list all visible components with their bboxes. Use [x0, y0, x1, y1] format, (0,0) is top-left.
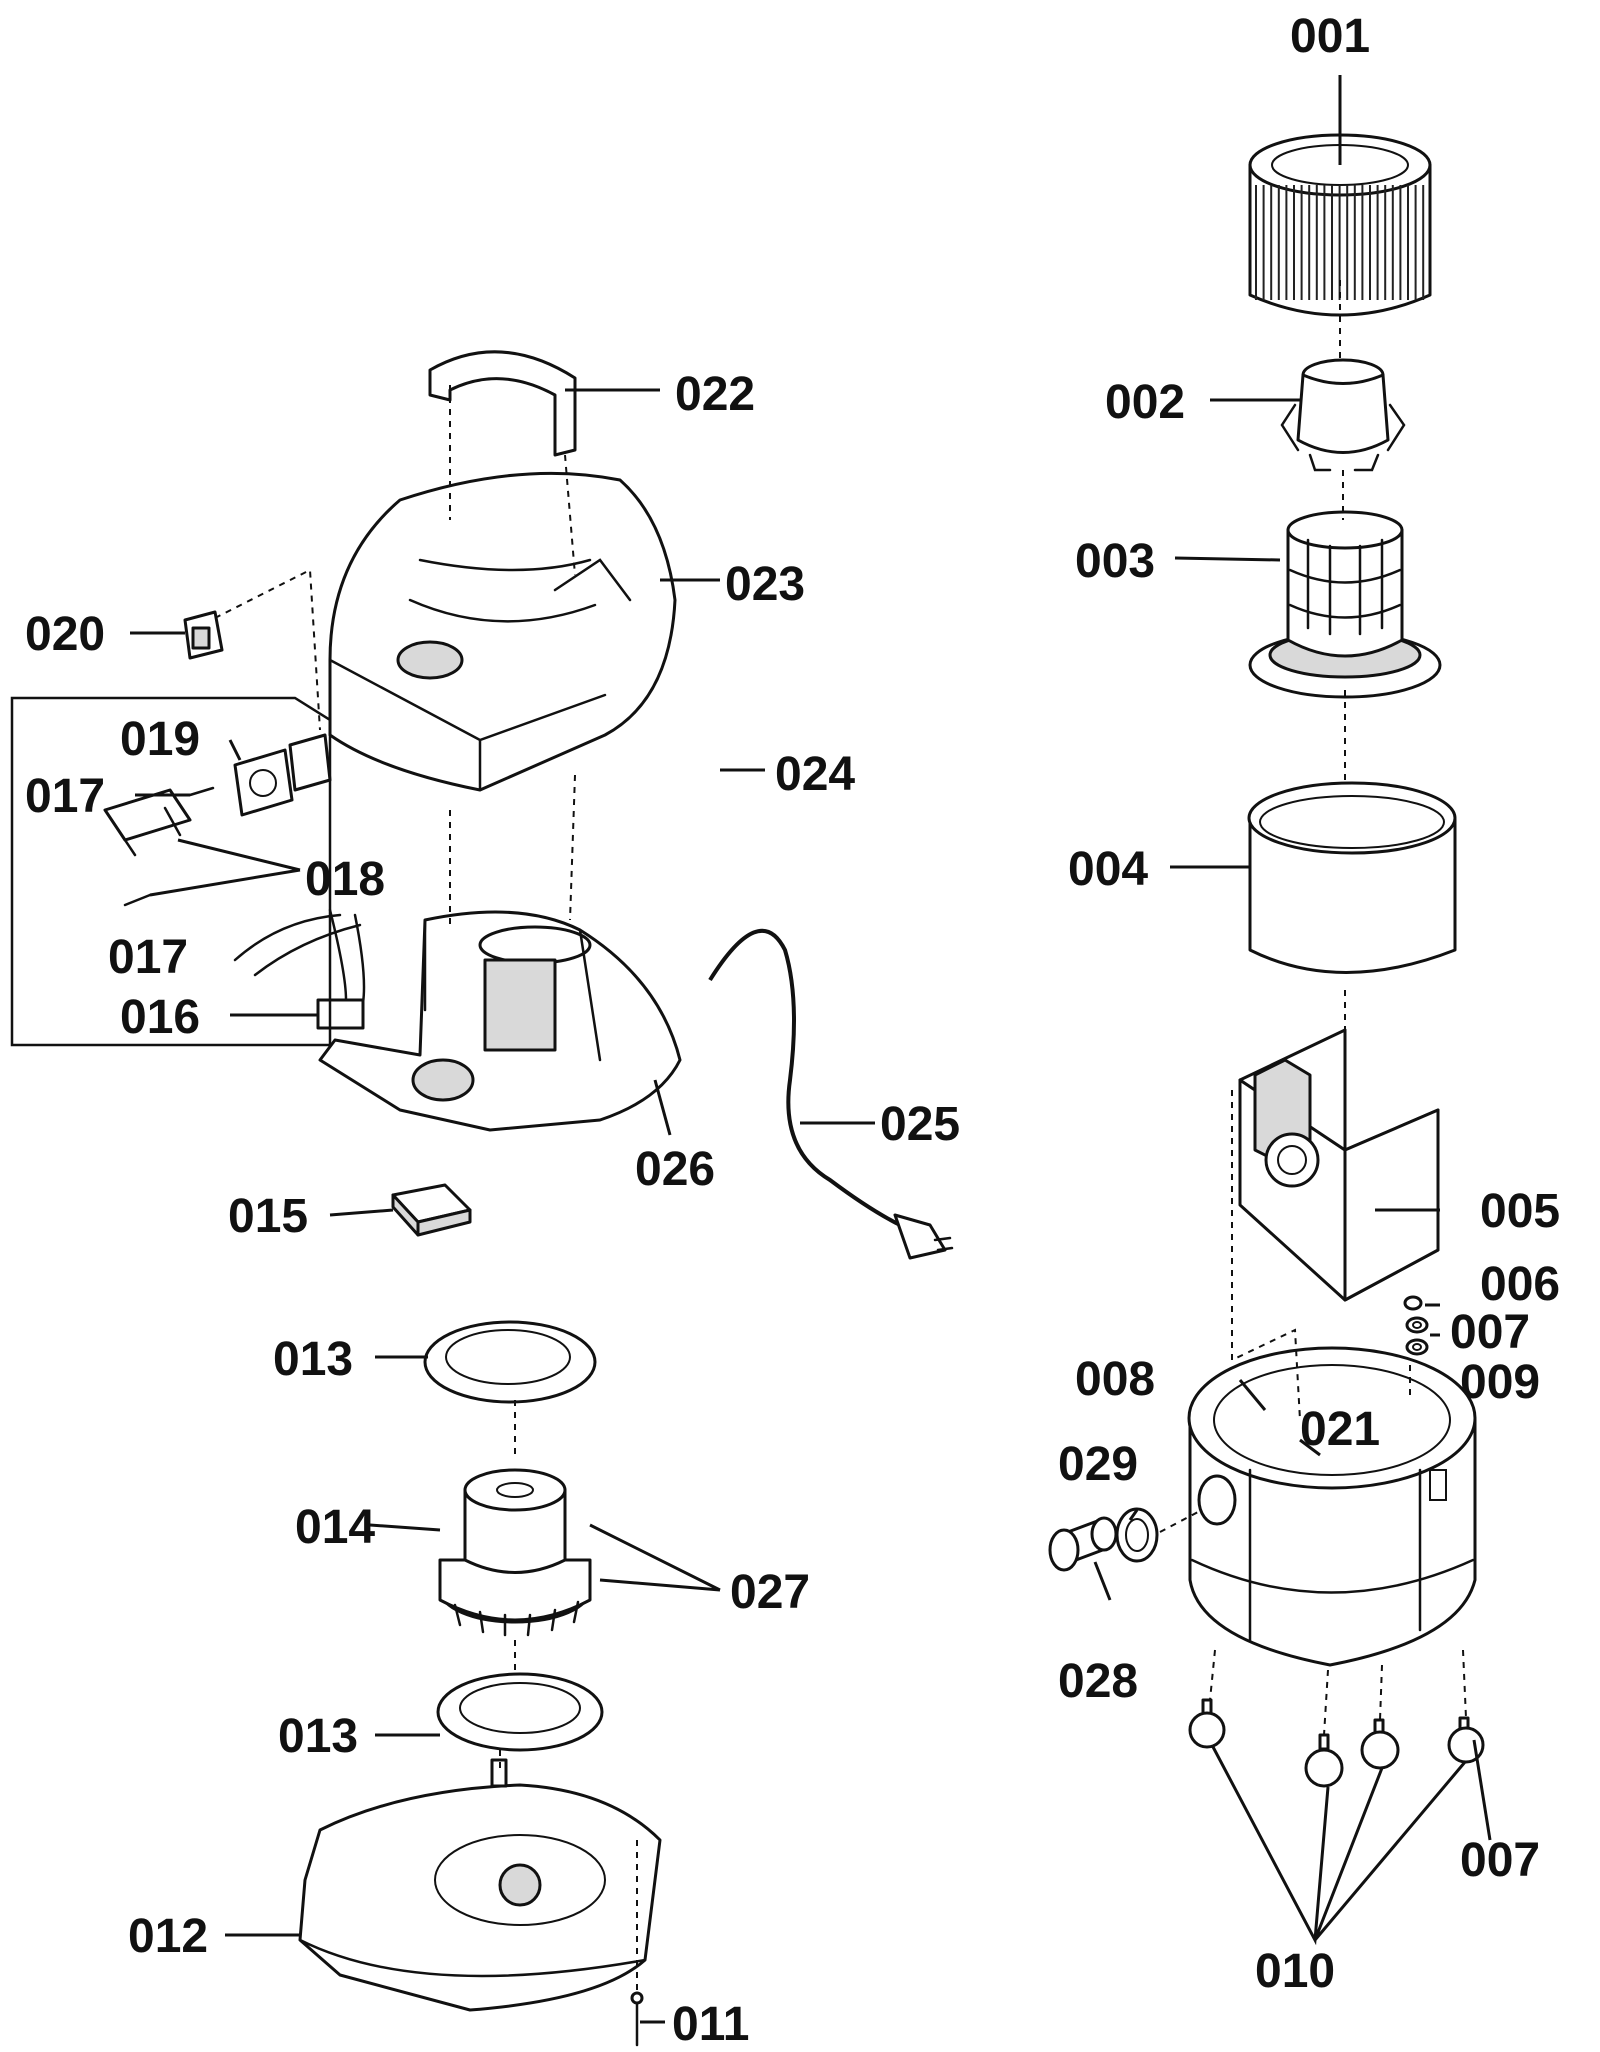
label-002: 002 [1105, 376, 1185, 429]
part-025-power-cord [708, 928, 954, 1260]
parts-006-007-009-seals [1403, 1295, 1429, 1356]
label-001: 001 [1290, 10, 1370, 63]
label-029: 029 [1058, 1438, 1138, 1491]
part-008-container [1187, 1346, 1477, 1667]
label-026: 026 [635, 1143, 715, 1196]
parts-017-screws [123, 786, 215, 907]
part-022-handle [428, 350, 577, 457]
label-024: 024 [775, 748, 855, 801]
part-015-filter-pad [391, 1183, 472, 1237]
part-002-filter-holder [1280, 358, 1406, 472]
part-012-base-plate [298, 1758, 662, 2012]
label-005: 005 [1480, 1185, 1560, 1238]
label-015: 015 [228, 1190, 308, 1243]
label-003: 003 [1075, 535, 1155, 588]
label-013a: 013 [273, 1333, 353, 1386]
label-006: 006 [1480, 1258, 1560, 1311]
part-013-upper-gasket [423, 1320, 597, 1404]
label-013b: 013 [278, 1710, 358, 1763]
part-005-dust-bag [1238, 1028, 1440, 1302]
part-014-motor [438, 1468, 592, 1637]
part-013-lower-gasket [436, 1672, 604, 1752]
label-027: 027 [730, 1566, 810, 1619]
parts-010-castors [1188, 1698, 1485, 1788]
label-010: 010 [1255, 1945, 1335, 1998]
leader-lines [130, 75, 1492, 2024]
part-003-float-cage [1248, 510, 1442, 699]
label-009: 009 [1460, 1356, 1540, 1409]
label-018: 018 [305, 853, 385, 906]
part-020-switch [183, 610, 224, 660]
part-026-lower-housing [318, 910, 682, 1132]
subassembly-frame [10, 696, 332, 1047]
label-020: 020 [25, 608, 105, 661]
label-023: 023 [725, 558, 805, 611]
part-018-cover-plate [103, 788, 192, 857]
part-016-cable-harness [233, 908, 366, 1030]
label-011: 011 [672, 1998, 749, 2051]
label-021: 021 [1300, 1403, 1380, 1456]
part-004-foam-sleeve [1247, 781, 1457, 974]
label-004: 004 [1068, 843, 1148, 896]
label-007a: 007 [1450, 1306, 1530, 1359]
label-019: 019 [120, 713, 200, 766]
label-017a: 017 [25, 770, 105, 823]
part-029-seal-ring [1115, 1507, 1159, 1563]
part-011-screw [630, 1991, 644, 2047]
label-022: 022 [675, 368, 755, 421]
label-017b: 017 [108, 931, 188, 984]
label-014: 014 [295, 1501, 375, 1554]
label-025: 025 [880, 1098, 960, 1151]
part-028-hose-inlet [1048, 1516, 1118, 1572]
label-016: 016 [120, 991, 200, 1044]
assembly-lines [214, 280, 1467, 1990]
part-023-motor-head [328, 471, 677, 792]
part-019-socket [233, 733, 332, 817]
part-labels: 001 002 003 004 005 006 007 009 008 021 … [25, 10, 1560, 2051]
label-007b: 007 [1460, 1834, 1540, 1887]
label-012: 012 [128, 1910, 208, 1963]
label-028: 028 [1058, 1655, 1138, 1708]
label-008: 008 [1075, 1353, 1155, 1406]
